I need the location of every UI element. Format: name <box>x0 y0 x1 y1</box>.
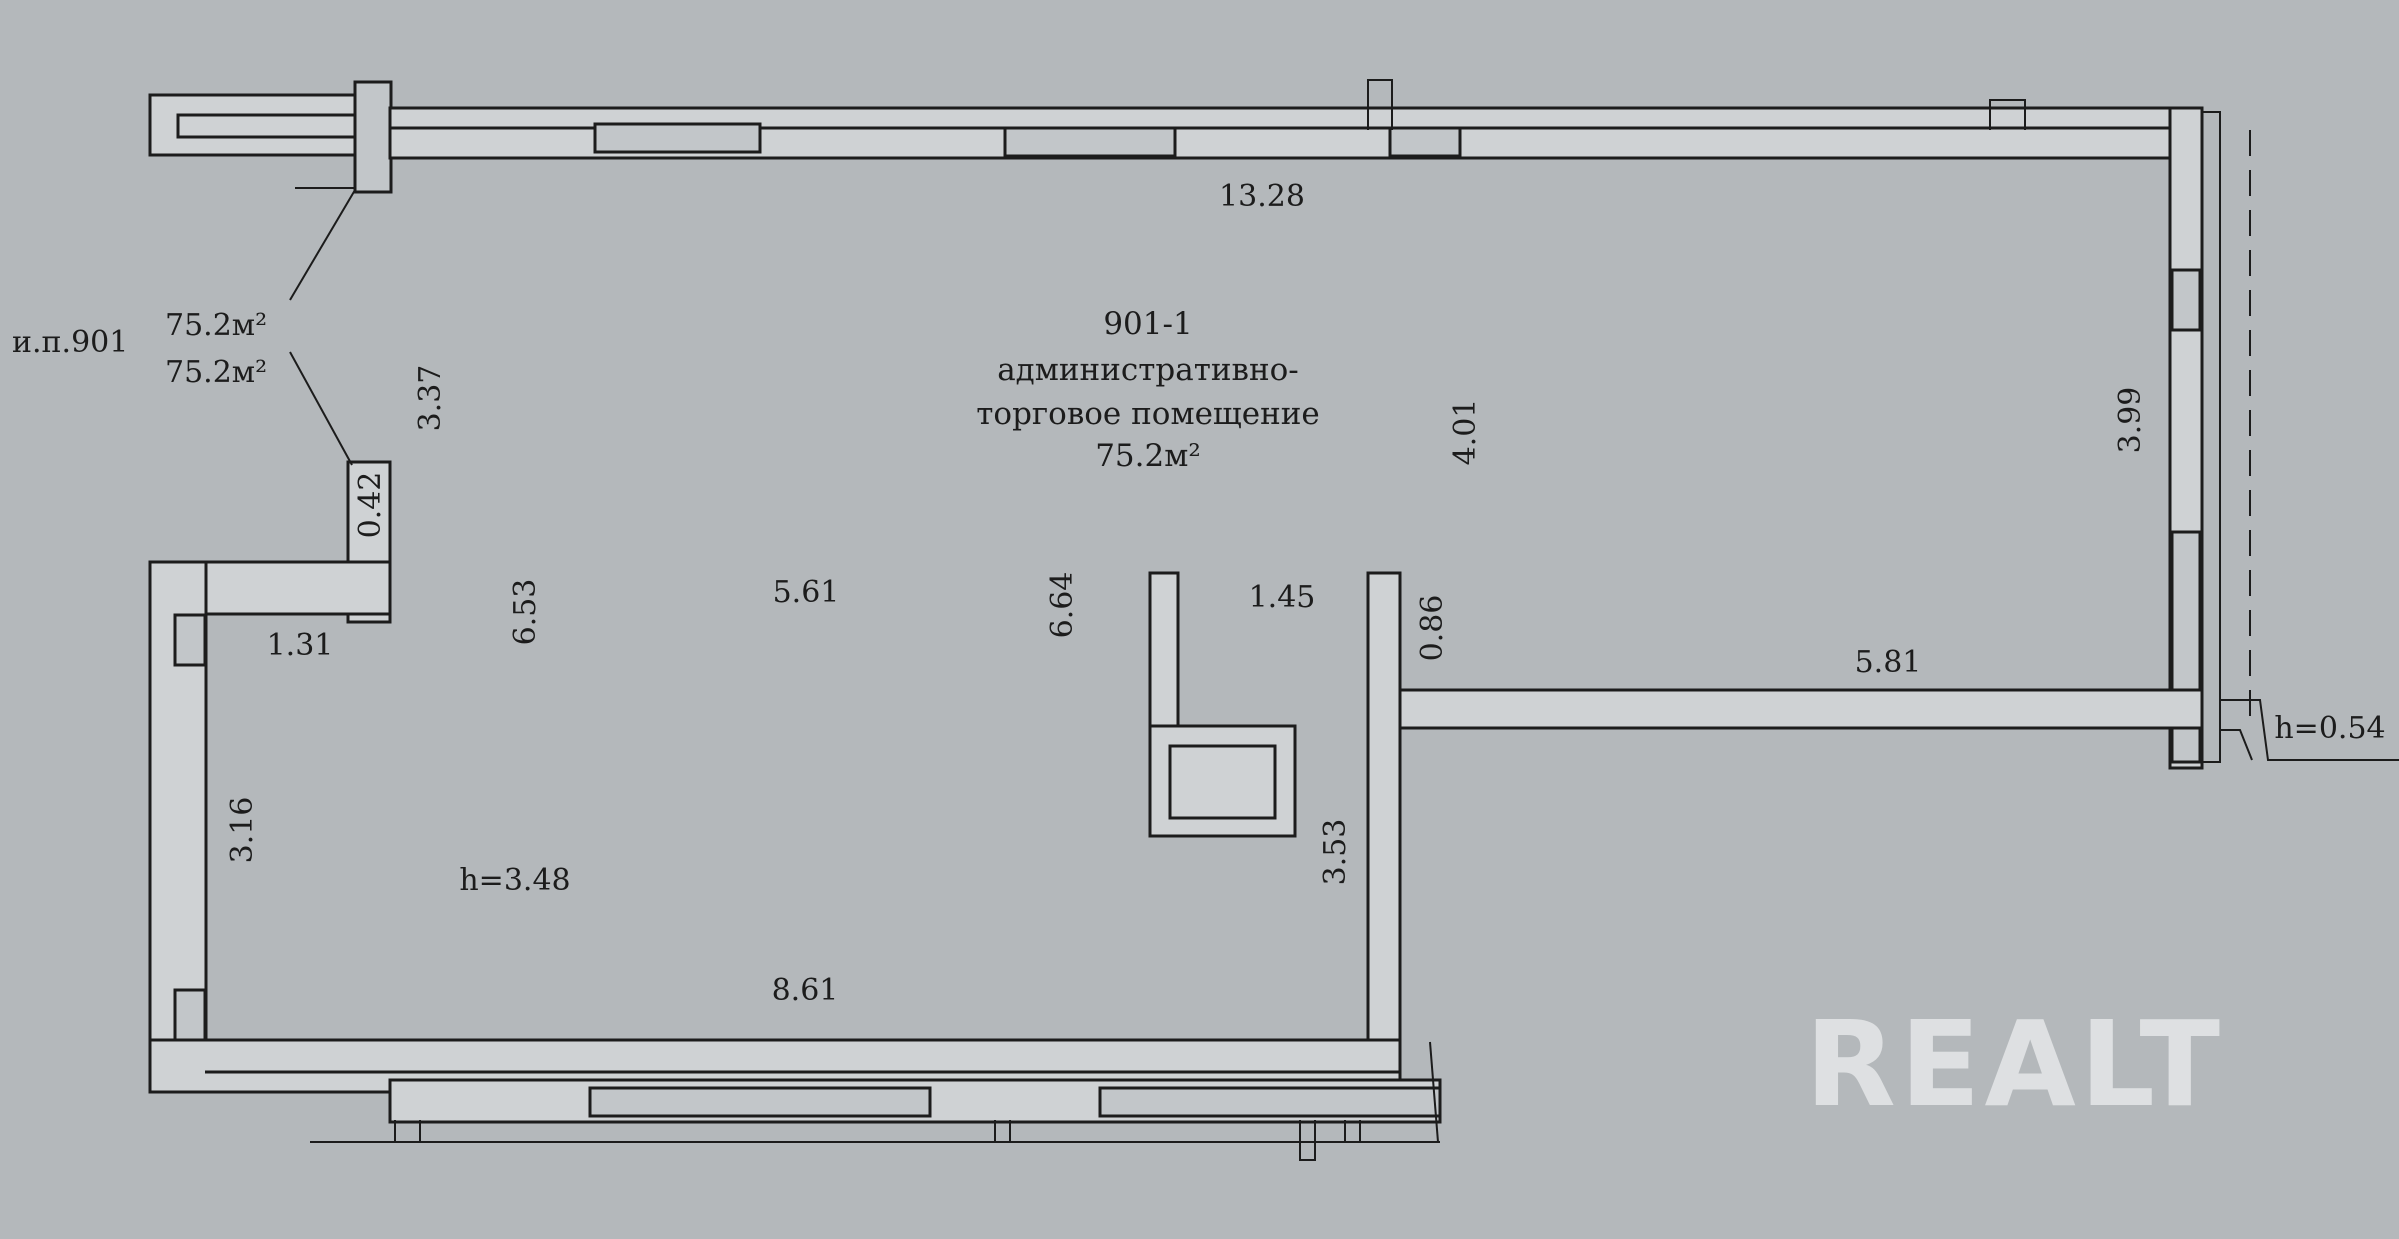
dim-right-center: 4.01 <box>1448 399 1483 466</box>
dim-inner-lower: 3.53 <box>1318 819 1353 886</box>
dim-right-wall: 3.99 <box>2113 387 2148 454</box>
wall-column-right <box>1366 571 1402 1080</box>
dim-column-gap: 0.86 <box>1415 595 1450 662</box>
pier-left-upper <box>173 613 207 667</box>
dim-step: 1.31 <box>267 628 334 663</box>
room-number: 901-1 <box>1103 306 1192 342</box>
room-label: 901-1 административно- торговое помещени… <box>976 306 1320 474</box>
window-top-3 <box>1388 126 1462 158</box>
dim-center-depth: 6.64 <box>1045 572 1080 639</box>
dim-right-bottom: 5.81 <box>1855 645 1922 680</box>
wall-right-lower <box>1398 688 2204 730</box>
window-bottom-2 <box>1098 1086 1442 1118</box>
window-top-1 <box>593 122 762 154</box>
watermark-logo: REALT <box>1805 995 2224 1133</box>
room-name-line1: административно- <box>997 352 1299 388</box>
kiosk-inner <box>1168 744 1277 820</box>
dimensions: 13.28 3.37 0.42 1.31 6.53 5.61 6.64 1.45… <box>225 179 2148 1008</box>
wall-stub-top-left <box>148 93 392 157</box>
dim-left-lower: 3.16 <box>225 797 260 864</box>
dim-bottom-wall: 8.61 <box>772 973 839 1008</box>
step-height: h=0.54 <box>2274 711 2385 746</box>
dim-top-wall: 13.28 <box>1219 179 1305 214</box>
heights: h=3.48 h=0.54 <box>459 711 2385 898</box>
dim-left-upper: 3.37 <box>413 365 448 432</box>
dim-opening: 1.45 <box>1249 580 1316 615</box>
ref-label: и.п.901 <box>12 325 128 360</box>
dim-depth-left: 6.53 <box>508 579 543 646</box>
pier-right-upper <box>2170 268 2202 332</box>
room-area: 75.2м² <box>1095 438 1201 474</box>
room-name-line2: торговое помещение <box>976 396 1320 432</box>
wall-pier-top-left <box>353 80 393 194</box>
ref-area-total: 75.2м² <box>165 308 267 343</box>
window-bottom-1 <box>588 1086 932 1118</box>
ref-area-main: 75.2м² <box>165 355 267 390</box>
walls <box>148 79 2399 1161</box>
dim-center-width: 5.61 <box>773 575 840 610</box>
dim-niche: 0.42 <box>353 472 388 539</box>
window-top-2 <box>1003 126 1177 158</box>
room-height: h=3.48 <box>459 863 570 898</box>
side-label: и.п.901 75.2м² 75.2м² <box>12 308 267 390</box>
